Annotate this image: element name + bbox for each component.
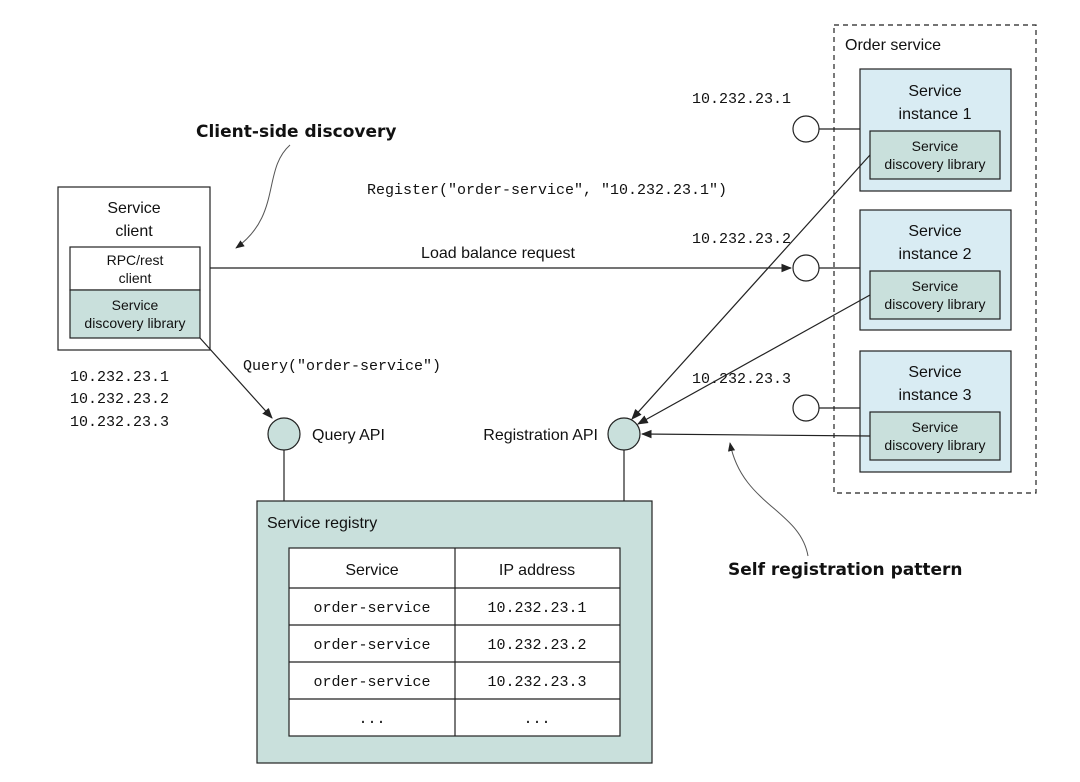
self-registration-label: Self registration pattern xyxy=(728,560,963,580)
client-side-discovery-label: Client-side discovery xyxy=(196,122,396,142)
query-result-1: 10.232.23.1 xyxy=(70,369,169,386)
register-arrow-instance-1 xyxy=(631,154,871,420)
client-discovery-library xyxy=(69,289,201,339)
instance-2-library-line2: discovery library xyxy=(884,296,985,312)
query-result-3: 10.232.23.3 xyxy=(70,414,169,431)
client-library-line1: Service xyxy=(112,297,159,313)
registry-row-4-ip: ... xyxy=(523,711,550,728)
instance-2-title-line1: Service xyxy=(908,223,961,240)
instance-3-discovery-library xyxy=(869,411,1001,461)
registration-api-label: Registration API xyxy=(483,427,598,444)
service-client: Service client RPC/rest client Service d… xyxy=(57,186,211,351)
instance-3-library-line2: discovery library xyxy=(884,437,985,453)
instance-1-library-line2: discovery library xyxy=(884,156,985,172)
registry-header-ip: IP address xyxy=(499,562,575,579)
registry-row-1-ip: 10.232.23.1 xyxy=(487,600,586,617)
instance-3-ip: 10.232.23.3 xyxy=(692,371,791,388)
service-instance-2: Service instance 2 Service discovery lib… xyxy=(859,209,1012,331)
register-call-label: Register("order-service", "10.232.23.1") xyxy=(367,182,727,199)
order-service-container xyxy=(833,24,1037,494)
registry-row-4-service: ... xyxy=(358,711,385,728)
registry-row-1-service: order-service xyxy=(313,600,430,617)
registration-api-endpoint xyxy=(607,417,641,451)
instance-2-discovery-library xyxy=(869,270,1001,320)
query-api-endpoint xyxy=(267,417,301,451)
instance-1-title-line1: Service xyxy=(908,83,961,100)
order-service-title: Order service xyxy=(845,37,941,54)
instance-2-title-line2: instance 2 xyxy=(899,246,972,263)
client-library-line2: discovery library xyxy=(84,315,185,331)
instance-1-discovery-library xyxy=(869,130,1001,180)
instance-3-library-line1: Service xyxy=(912,419,959,435)
service-instance-1: Service instance 1 Service discovery lib… xyxy=(859,68,1012,192)
register-arrow-instance-2 xyxy=(637,294,871,425)
service-registry: Service registry Service IP address orde… xyxy=(256,500,653,764)
registry-row-3-service: order-service xyxy=(313,674,430,691)
rpc-rest-client-line1: RPC/rest xyxy=(107,252,164,268)
instance-1-library-line1: Service xyxy=(912,138,959,154)
registry-row-2-service: order-service xyxy=(313,637,430,654)
service-registry-title: Service registry xyxy=(267,515,377,532)
instance-2-ip: 10.232.23.2 xyxy=(692,231,791,248)
self-registration-pointer xyxy=(728,442,809,557)
registry-row-3-ip: 10.232.23.3 xyxy=(487,674,586,691)
instance-1-endpoint xyxy=(792,115,820,143)
rpc-rest-client-line2: client xyxy=(119,270,152,286)
instance-2-endpoint xyxy=(792,254,820,282)
query-call-label: Query("order-service") xyxy=(243,358,441,375)
service-instance-3: Service instance 3 Service discovery lib… xyxy=(859,350,1012,473)
query-arrow xyxy=(199,337,273,419)
registry-row-2-ip: 10.232.23.2 xyxy=(487,637,586,654)
instance-3-endpoint xyxy=(792,394,820,422)
client-side-discovery-pointer xyxy=(235,144,291,249)
query-result-2: 10.232.23.2 xyxy=(70,391,169,408)
service-client-title-line2: client xyxy=(115,223,153,240)
load-balance-label: Load balance request xyxy=(421,245,575,262)
query-api-label: Query API xyxy=(312,427,385,444)
instance-1-title-line2: instance 1 xyxy=(899,106,972,123)
instance-3-title-line1: Service xyxy=(908,364,961,381)
instance-1-ip: 10.232.23.1 xyxy=(692,91,791,108)
instance-3-title-line2: instance 3 xyxy=(899,387,972,404)
rpc-rest-client xyxy=(69,246,201,291)
registry-header-service: Service xyxy=(345,562,398,579)
service-client-title-line1: Service xyxy=(107,200,160,217)
register-arrow-instance-3 xyxy=(640,429,871,439)
instance-2-library-line1: Service xyxy=(912,278,959,294)
